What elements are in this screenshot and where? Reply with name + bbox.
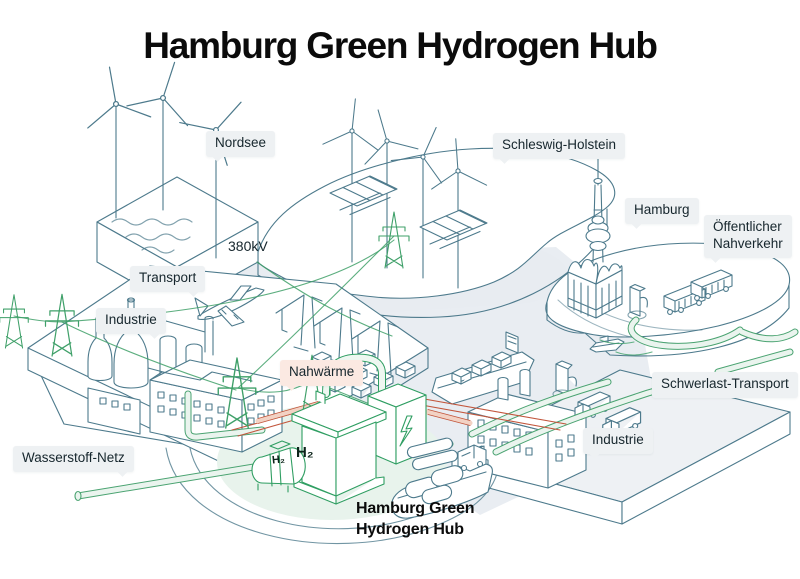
label-schleswig-holstein: Schleswig-Holstein (493, 133, 626, 159)
label-line: Nahverkehr (713, 235, 783, 251)
label-nordsee: Nordsee (206, 131, 276, 157)
label-schwerlast-transport: Schwerlast-Transport (652, 372, 798, 398)
hub-title-line: Hydrogen Hub (356, 520, 464, 538)
hub-title: Hamburg Green Hydrogen Hub (356, 499, 475, 541)
hamburg-city (567, 134, 733, 353)
onshore-wind-and-solar (322, 95, 488, 289)
label-nahwaerme: Nahwärme (280, 360, 364, 386)
label-380kv: 380kV (228, 238, 268, 254)
label-oeffentlicher-nahverkehr: Öffentlicher Nahverkehr (704, 215, 792, 258)
hydrogen-hub-buildings (251, 353, 487, 505)
label-industrie-right: Industrie (583, 428, 653, 454)
label-hamburg: Hamburg (625, 198, 699, 224)
label-industrie-left: Industrie (96, 308, 166, 334)
label-wasserstoff-netz: Wasserstoff-Netz (13, 446, 134, 472)
h2-compressor-label: H₂ (271, 453, 286, 467)
label-transport: Transport (130, 266, 206, 292)
hub-title-line: Hamburg Green (356, 500, 475, 517)
h2-electrolyzer-label: H₂ (296, 444, 314, 461)
page-title: Hamburg Green Hydrogen Hub (143, 25, 658, 66)
gas-carrier-ship (391, 445, 493, 519)
label-line: Öffentlicher (713, 219, 782, 234)
container-terminal (275, 294, 535, 409)
